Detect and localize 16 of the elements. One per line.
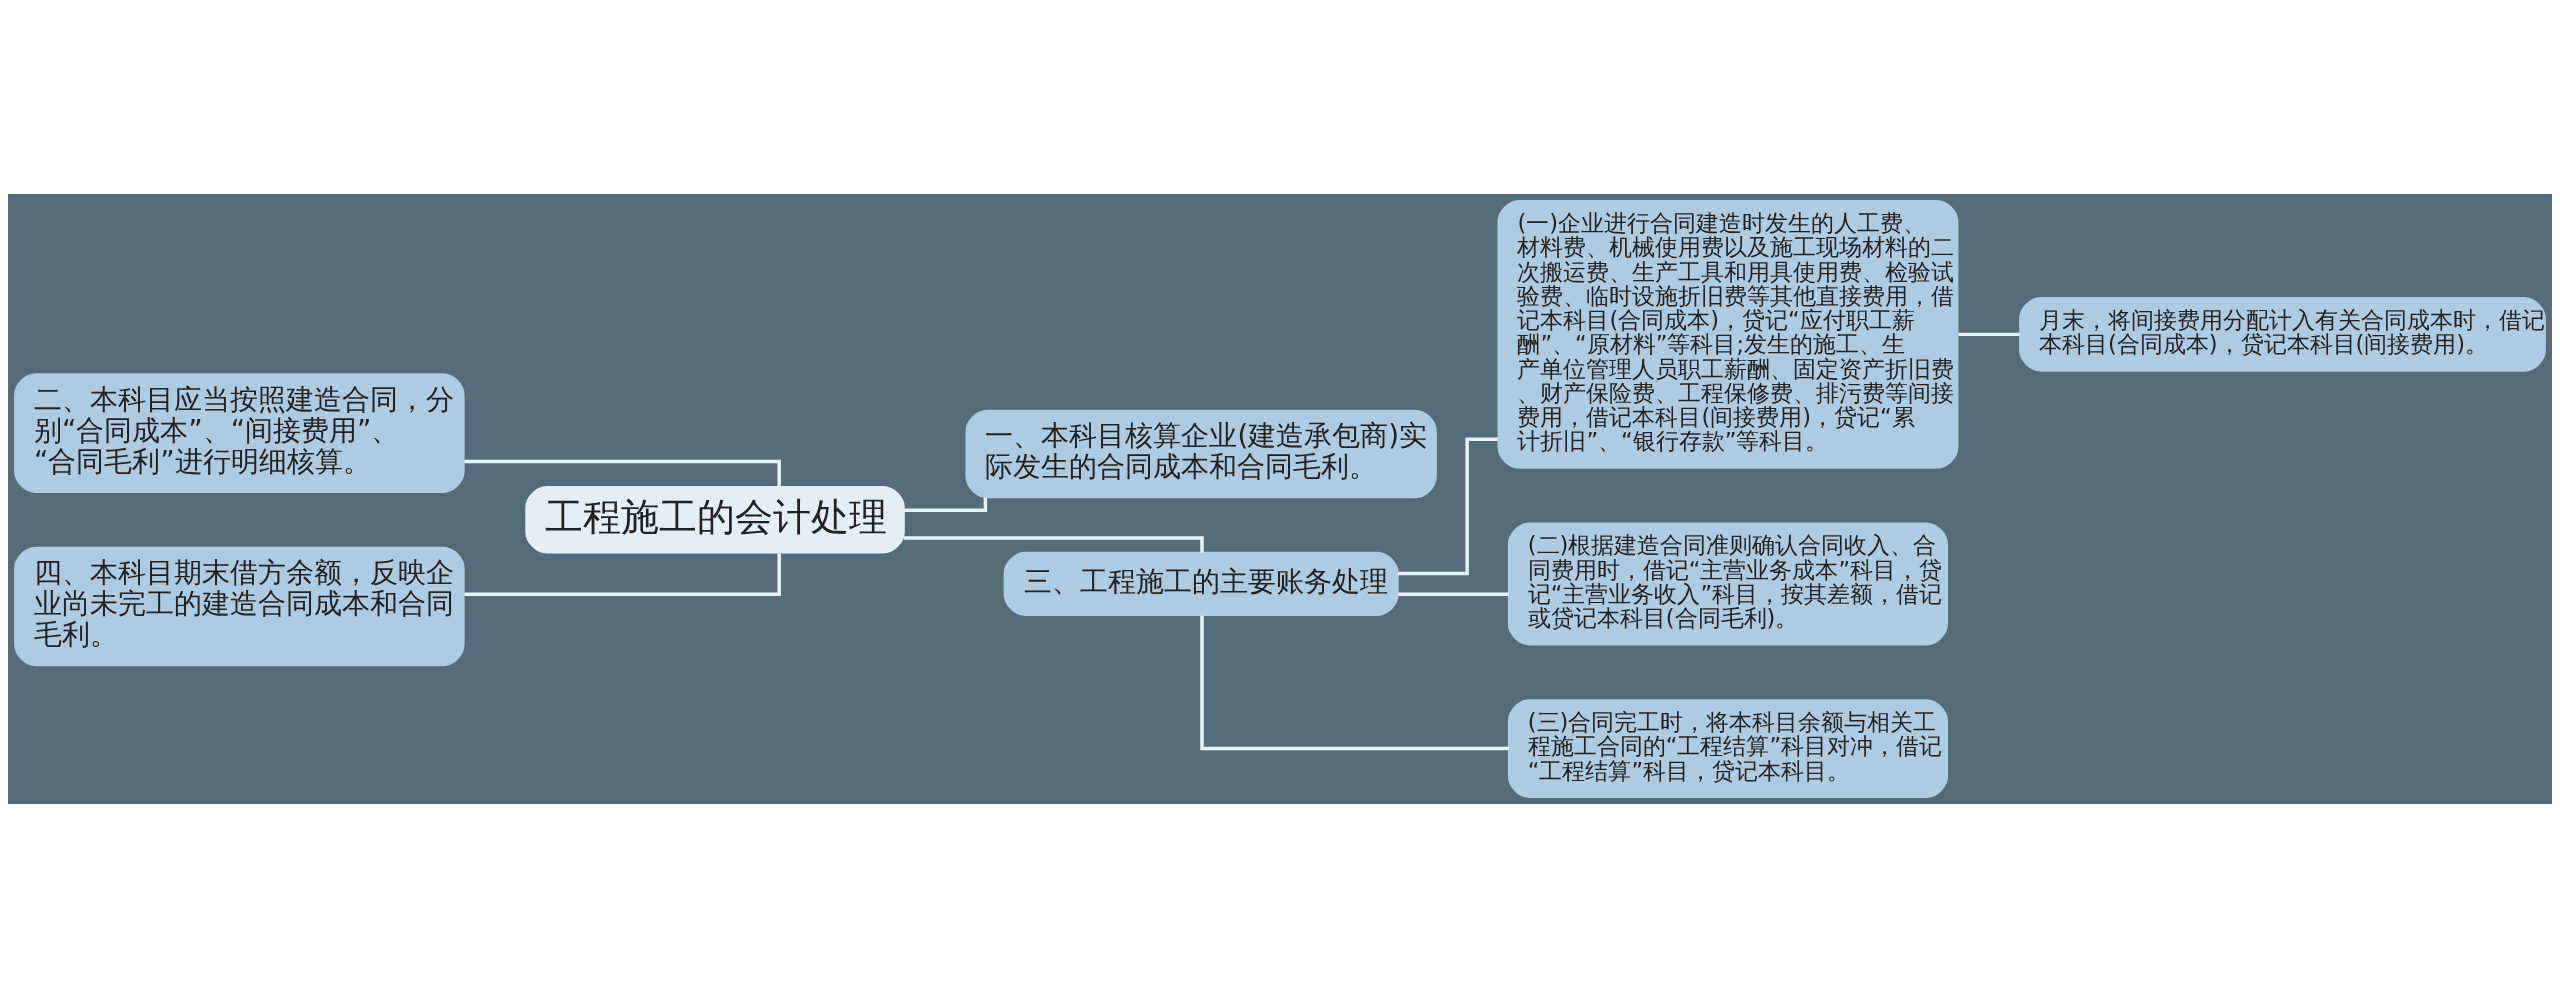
connector	[1398, 592, 1509, 596]
connector	[464, 552, 781, 596]
node-box: 四、本科目期末借方余额，反映企业尚未完工的建造合同成本和合同毛利。	[14, 546, 465, 666]
node-box: 二、本科目应当按照建造合同，分别“合同成本”、“间接费用”、“合同毛利”进行明细核算。	[14, 372, 465, 493]
node-box: 一、本科目核算企业(建造承包商)实际发生的合同成本和合同毛利。	[965, 409, 1437, 498]
connector	[464, 459, 781, 487]
node-box: 三、工程施工的主要账务处理	[1003, 551, 1399, 616]
connector	[904, 535, 1204, 552]
connector	[904, 497, 988, 512]
node-box: (三)合同完工时，将本科目余额与相关工程施工合同的“工程结算”科目对冲，借记“工程结算”科目，贷记本科目。	[1507, 698, 1949, 798]
connector	[1200, 615, 1509, 750]
connector	[1958, 332, 2020, 336]
node-box: 月末，将间接费用分配计入有关合同成本时，借记本科目(合同成本)，贷记本科目(间接费用)。	[2019, 296, 2546, 372]
node-box: 工程施工的会计处理	[525, 485, 905, 554]
node-box: (一)企业进行合同建造时发生的人工费、材料费、机械使用费以及施工现场材料的二次搬运费、生产工具和用具使用费、检验试验费、临时设施折旧费等其他直接费用，借记本科目(合同成本)，贷记“应付职工薪酬”、“原材料”等科目;发生的施工、生产单位管理人员职工薪酬、固定资产折旧费、财产保险费、工程保修费、排污费等间接费用，借记本科目(间接费用)，贷记“累计折旧”、“银行存款”等科目。	[1497, 199, 1959, 469]
node-box: (二)根据建造合同准则确认合同收入、合同费用时，借记“主营业务成本”科目，贷记“主营业务收入”科目，按其差额，借记或贷记本科目(合同毛利)。	[1507, 521, 1949, 645]
